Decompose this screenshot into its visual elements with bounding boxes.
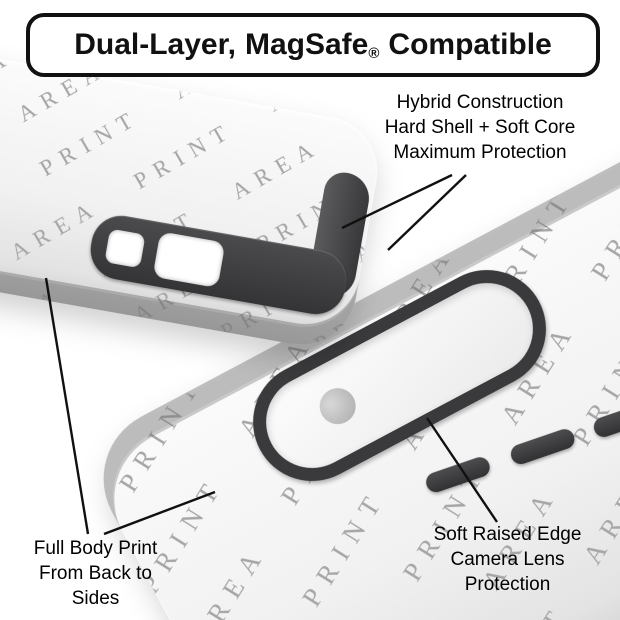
annotation-line-text: Camera Lens (450, 549, 565, 570)
annotation-line-text: Hard Shell + Soft Core (384, 117, 576, 138)
annotation-line-text: Protection (464, 574, 551, 595)
camera-hole-large (152, 231, 226, 289)
annotation-line-text: Sides (71, 588, 120, 609)
side-button (591, 399, 620, 440)
annotation-line (387, 174, 467, 251)
annotation-hybrid-construction: Hybrid Construction Hard Shell + Soft Co… (352, 90, 608, 165)
title-banner: Dual-Layer, MagSafe ® Compatible (26, 13, 600, 77)
camera-plate (85, 210, 352, 319)
camera-hole-small (104, 228, 146, 269)
registered-trademark-symbol: ® (368, 44, 380, 62)
phone-case-back-view: PRINT AREA PRINT AREA PRINT AREA PRINT A… (0, 36, 387, 354)
annotation-line (44, 277, 90, 535)
title-text-compatible: Compatible (388, 28, 552, 61)
annotation-line-text: Soft Raised Edge (433, 524, 582, 545)
annotation-line-text: Hybrid Construction (396, 92, 564, 113)
annotation-line-text: Maximum Protection (393, 142, 567, 163)
title-text-magsafe: MagSafe (244, 28, 369, 61)
side-button (423, 454, 493, 495)
title-text-dual-layer: Dual-Layer, (74, 28, 236, 61)
lens-shadow-dot (313, 381, 363, 431)
annotation-line-text: From Back to (39, 563, 152, 584)
annotation-soft-raised-edge: Soft Raised Edge Camera Lens Protection (405, 522, 610, 597)
side-button (508, 426, 578, 467)
annotation-full-body-print: Full Body Print From Back to Sides (8, 536, 183, 611)
annotation-line-text: Full Body Print (33, 538, 158, 559)
